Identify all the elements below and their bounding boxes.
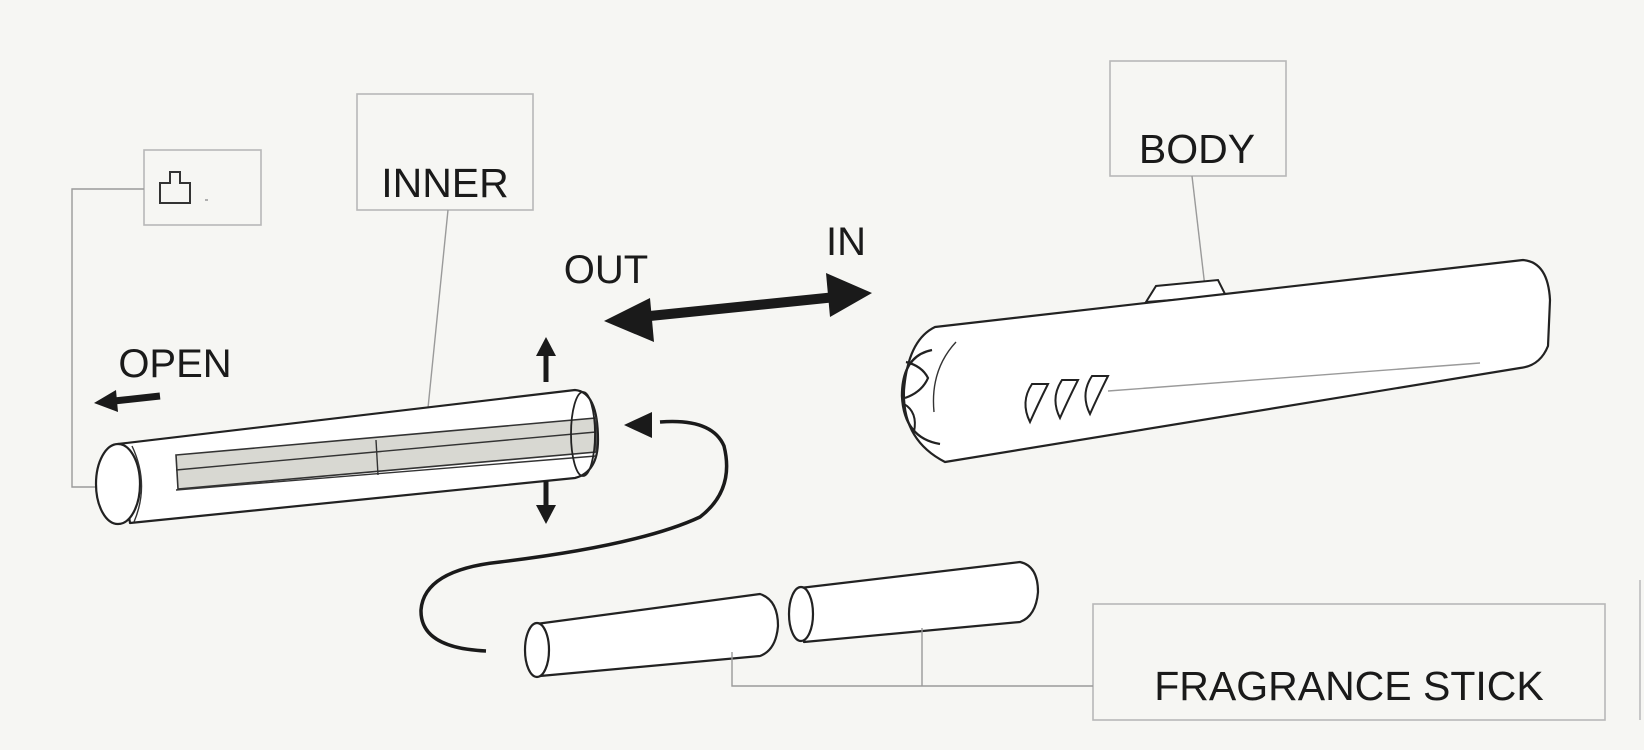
clip-callout [71, 149, 262, 488]
clip-leader-line [71, 188, 144, 488]
inner-leader-line [427, 209, 449, 409]
body-label-box [1109, 60, 1287, 177]
inner-label-box [356, 93, 534, 211]
open-arrow-icon [94, 390, 161, 412]
inner-label: INNER [381, 160, 509, 206]
inner-tube [94, 388, 600, 526]
inner-callout: INNER [356, 93, 534, 409]
open-down-arrow-icon [536, 481, 556, 524]
out-label: OUT [564, 248, 648, 292]
fragrance-stick-label-box [1092, 603, 1606, 721]
in-label: IN [826, 220, 866, 264]
clip-icon-box [143, 149, 262, 226]
body-label: BODY [1139, 126, 1255, 172]
fragrance-stick-right [787, 560, 1040, 644]
fragrance-stick-left [523, 592, 780, 679]
insert-curve-arrow-icon [419, 412, 729, 653]
open-up-arrow-icon [536, 337, 556, 382]
body-vent-icon [1024, 375, 1110, 425]
fragrance-stick-callout: FRAGRANCE STICK [731, 603, 1606, 721]
fragrance-leader-left [731, 652, 1093, 687]
clip-icon [159, 171, 208, 204]
out-in-double-arrow-icon [604, 273, 872, 342]
body-callout: BODY [1109, 60, 1287, 331]
open-label: OPEN [118, 342, 231, 386]
fragrance-stick-label: FRAGRANCE STICK [1154, 663, 1544, 709]
body-tube [900, 258, 1552, 464]
inner-end-cap [94, 442, 142, 526]
